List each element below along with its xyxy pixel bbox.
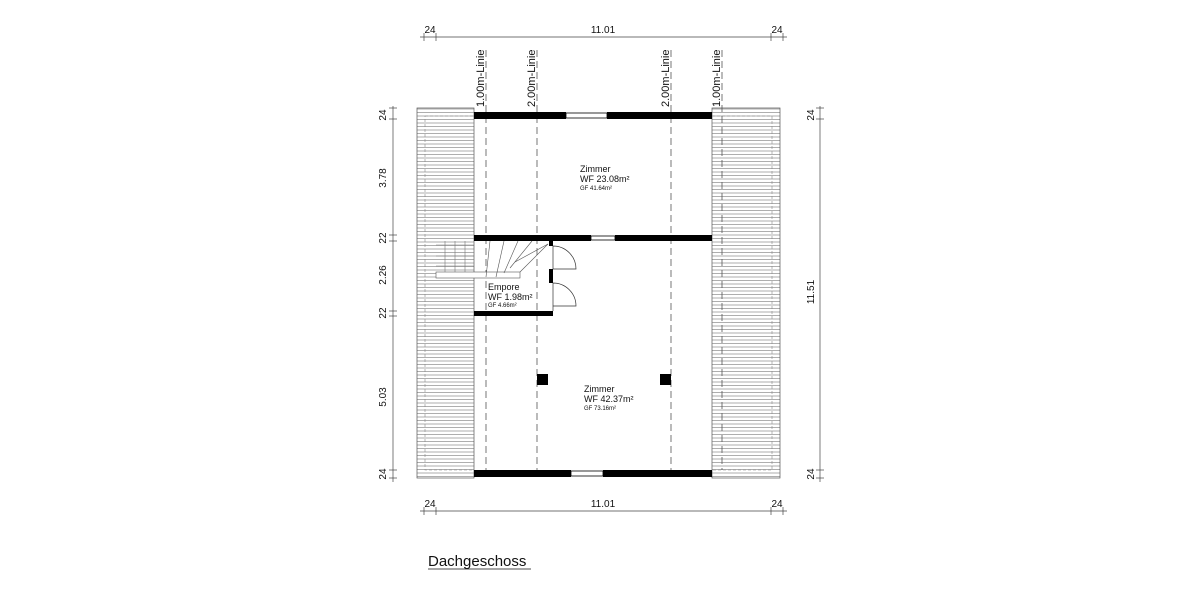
room-label-empore: Empore WF 1.98m² GF 4.66m² (488, 282, 533, 309)
dimension-top (420, 33, 787, 41)
svg-text:Zimmer: Zimmer (580, 164, 611, 174)
windows (565, 112, 616, 477)
svg-text:WF 1.98m²: WF 1.98m² (488, 292, 533, 302)
dim-bottom-center: 11.01 (591, 499, 616, 510)
roof-overhang-left (416, 107, 475, 479)
room-label-zimmer-top: Zimmer WF 23.08m² GF 41.64m² (580, 164, 630, 192)
dim-left: 24 (378, 468, 389, 480)
roof-overhang-right (711, 107, 781, 479)
height-line-label: 1.00m-Linie (711, 50, 723, 107)
svg-text:Zimmer: Zimmer (584, 384, 615, 394)
dimension-bottom (420, 507, 787, 515)
svg-text:Empore: Empore (488, 282, 520, 292)
dim-right: 24 (806, 468, 817, 480)
dim-right: 11.51 (806, 279, 817, 304)
doors (552, 245, 577, 311)
staircase (435, 240, 549, 279)
height-lines (485, 50, 723, 470)
svg-text:GF 73.16m²: GF 73.16m² (584, 406, 616, 412)
dimension-right (816, 106, 824, 482)
dimension-left (389, 106, 397, 482)
dim-left: 2.26 (378, 265, 389, 285)
dim-top-center: 11.01 (591, 25, 616, 36)
drawing-title: Dachgeschoss (428, 553, 526, 570)
dim-right: 24 (806, 109, 817, 121)
dim-bottom-left: 24 (424, 499, 436, 510)
height-line-label: 1.00m-Linie (475, 50, 487, 107)
dim-left: 22 (378, 307, 389, 319)
dim-left: 22 (378, 232, 389, 244)
dim-bottom-right: 24 (771, 499, 783, 510)
svg-text:WF 23.08m²: WF 23.08m² (580, 174, 630, 184)
height-line-label: 2.00m-Linie (526, 50, 538, 107)
room-label-zimmer-bottom: Zimmer WF 42.37m² GF 73.16m² (584, 384, 634, 412)
dim-left: 5.03 (378, 387, 389, 407)
svg-text:WF 42.37m²: WF 42.37m² (584, 394, 634, 404)
dim-top-left: 24 (424, 25, 436, 36)
dim-left: 3.78 (378, 168, 389, 188)
svg-text:GF 4.66m²: GF 4.66m² (488, 303, 517, 309)
walls (474, 112, 712, 477)
height-line-label: 2.00m-Linie (660, 50, 672, 107)
dim-top-right: 24 (771, 25, 783, 36)
svg-text:GF 41.64m²: GF 41.64m² (580, 186, 612, 192)
dim-left: 24 (378, 109, 389, 121)
